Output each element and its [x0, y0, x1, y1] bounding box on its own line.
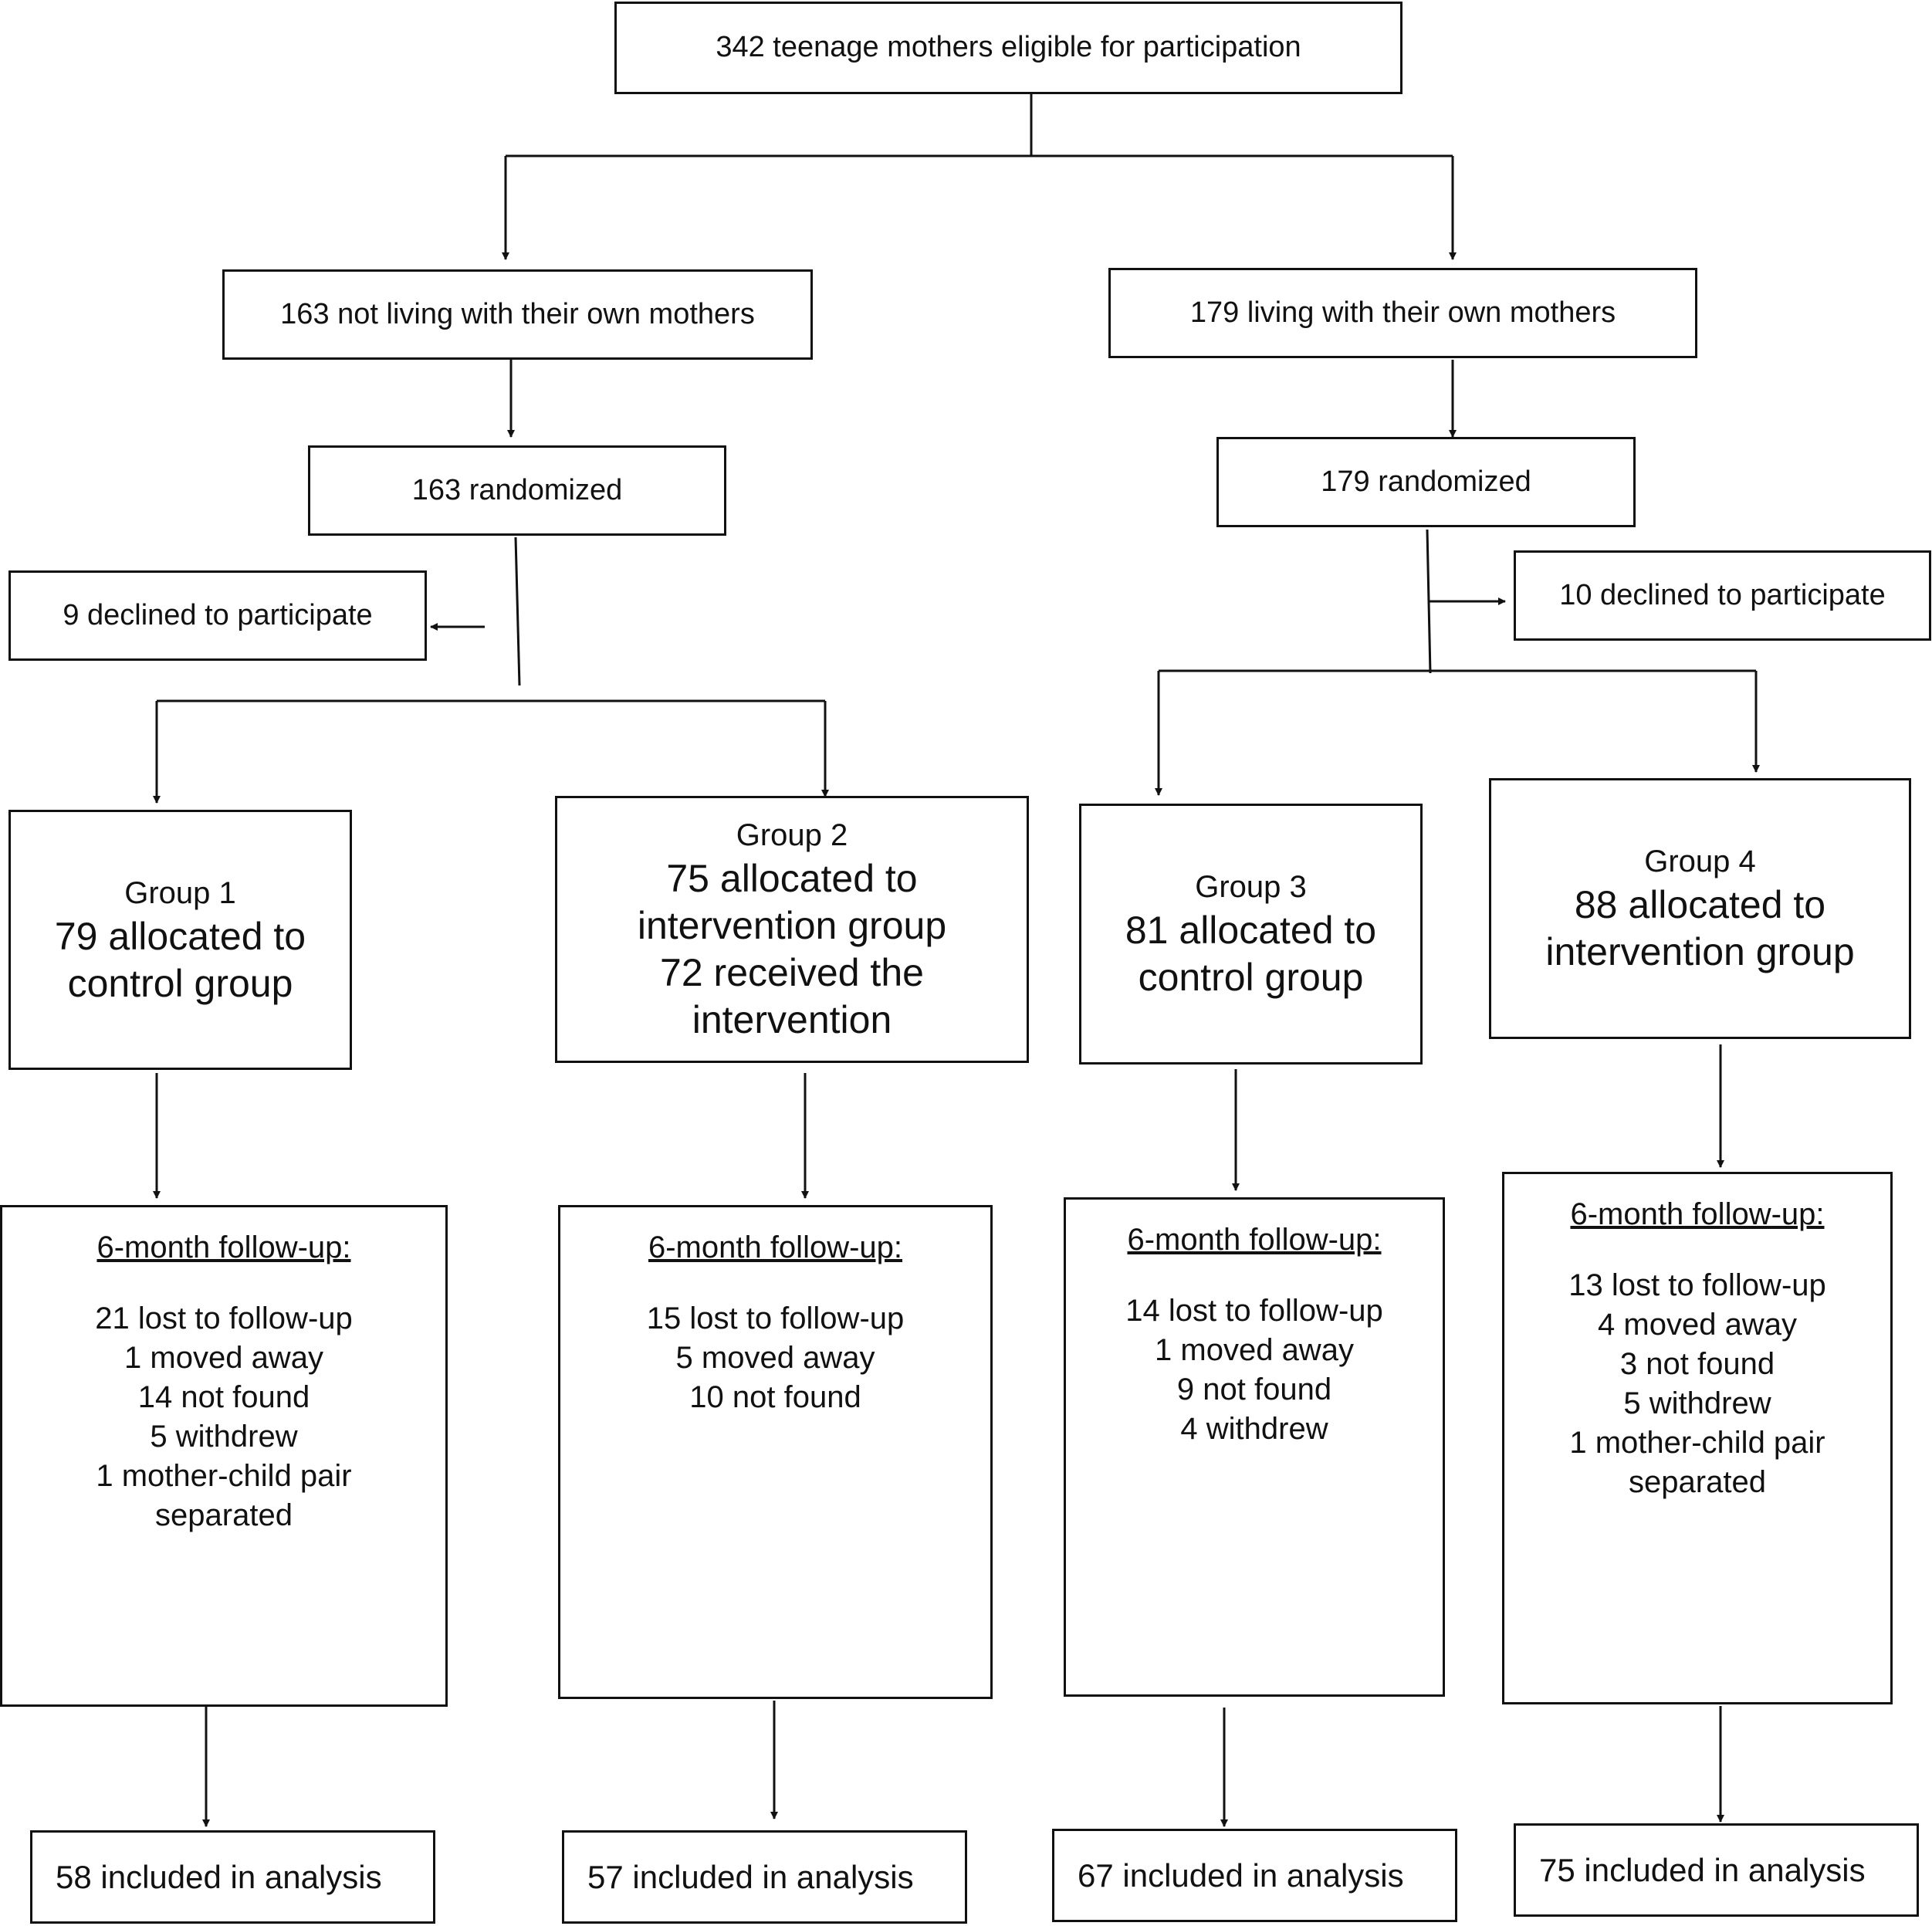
group-2-followup-box: 6-month follow-up: 15 lost to follow-up …: [558, 1205, 993, 1699]
right-randomized-text: 179 randomized: [1321, 465, 1531, 498]
left-stratum-box: 163 not living with their own mothers: [222, 269, 813, 360]
group-4-line-2: intervention group: [1545, 930, 1855, 973]
group-2-line-2: intervention group: [637, 904, 947, 947]
group-2-title: Group 2: [736, 818, 848, 852]
group-1-followup-line: 1 mother-child pair: [96, 1459, 352, 1493]
group-1-followup-line: 14 not found: [137, 1380, 310, 1414]
group-2-followup-title: 6-month follow-up:: [648, 1230, 903, 1264]
group-4-followup-line: 4 moved away: [1598, 1308, 1797, 1342]
group-3-followup-box: 6-month follow-up: 14 lost to follow-up …: [1064, 1197, 1445, 1697]
group-3-included-text: 67 included in analysis: [1078, 1857, 1404, 1894]
group-1-followup-box: 6-month follow-up: 21 lost to follow-up …: [0, 1205, 448, 1707]
group-3-line-2: control group: [1138, 956, 1364, 999]
group-4-followup-line: 13 lost to follow-up: [1568, 1268, 1826, 1302]
right-declined-text: 10 declined to participate: [1559, 578, 1886, 611]
group-1-line-1: 79 allocated to: [54, 914, 306, 958]
group-3-followup-line: 4 withdrew: [1180, 1412, 1328, 1446]
group-4-followup-title: 6-month follow-up:: [1570, 1197, 1825, 1231]
group-1-title: Group 1: [124, 875, 236, 910]
group-1-followup-line: 21 lost to follow-up: [95, 1301, 353, 1335]
group-4-included-text: 75 included in analysis: [1539, 1851, 1866, 1888]
left-randomized-text: 163 randomized: [411, 473, 623, 506]
group-2-included-text: 57 included in analysis: [587, 1858, 914, 1895]
group-2-followup-line: 10 not found: [689, 1380, 861, 1414]
group-2-line-3: 72 received the: [660, 951, 924, 994]
group-2-line-1: 75 allocated to: [666, 857, 918, 900]
eligible-text: 342 teenage mothers eligible for partici…: [716, 31, 1301, 64]
group-3-followup-line: 9 not found: [1176, 1373, 1332, 1406]
group-1-included-text: 58 included in analysis: [56, 1858, 382, 1895]
connector-left-stem: [514, 537, 521, 686]
group-1-followup-line: separated: [155, 1498, 293, 1532]
group-4-line-1: 88 allocated to: [1574, 883, 1826, 926]
group-4-followup-line: separated: [1629, 1465, 1766, 1499]
group-4-followup-box: 6-month follow-up: 13 lost to follow-up …: [1502, 1172, 1893, 1704]
group-2-followup-line: 15 lost to follow-up: [646, 1301, 905, 1335]
right-stratum-text: 179 living with their own mothers: [1189, 296, 1616, 329]
eligible-box: 342 teenage mothers eligible for partici…: [614, 2, 1402, 94]
group-4-included-box: 75 included in analysis: [1514, 1823, 1919, 1917]
left-stratum-text: 163 not living with their own mothers: [280, 297, 755, 330]
group-2-box: Group 2 75 allocated to intervention gro…: [555, 796, 1029, 1063]
group-1-followup-line: 1 moved away: [124, 1341, 323, 1375]
right-randomized-box: 179 randomized: [1216, 437, 1636, 527]
group-4-box: Group 4 88 allocated to intervention gro…: [1489, 778, 1911, 1039]
group-1-followup-title: 6-month follow-up:: [96, 1230, 351, 1264]
group-4-title: Group 4: [1644, 845, 1756, 878]
group-2-line-4: intervention: [692, 998, 892, 1041]
group-3-title: Group 3: [1195, 870, 1307, 904]
group-1-line-2: control group: [67, 961, 293, 1005]
group-2-included-box: 57 included in analysis: [562, 1830, 967, 1924]
group-1-followup-line: 5 withdrew: [150, 1420, 298, 1454]
right-declined-box: 10 declined to participate: [1514, 550, 1931, 641]
right-stratum-box: 179 living with their own mothers: [1108, 268, 1697, 358]
group-4-followup-line: 1 mother-child pair: [1569, 1426, 1825, 1460]
left-randomized-box: 163 randomized: [308, 445, 726, 536]
group-3-box: Group 3 81 allocated to control group: [1079, 804, 1423, 1065]
group-1-box: Group 1 79 allocated to control group: [8, 810, 352, 1070]
group-3-followup-title: 6-month follow-up:: [1127, 1223, 1382, 1257]
group-3-line-1: 81 allocated to: [1125, 909, 1377, 952]
left-declined-text: 9 declined to participate: [63, 598, 373, 631]
group-3-included-box: 67 included in analysis: [1052, 1829, 1457, 1922]
group-4-followup-line: 5 withdrew: [1623, 1386, 1771, 1420]
group-1-included-box: 58 included in analysis: [30, 1830, 435, 1924]
group-3-followup-line: 1 moved away: [1155, 1333, 1354, 1367]
group-4-followup-line: 3 not found: [1619, 1347, 1775, 1381]
group-2-followup-line: 5 moved away: [675, 1341, 875, 1375]
left-declined-box: 9 declined to participate: [8, 570, 427, 661]
group-3-followup-line: 14 lost to follow-up: [1125, 1294, 1383, 1328]
